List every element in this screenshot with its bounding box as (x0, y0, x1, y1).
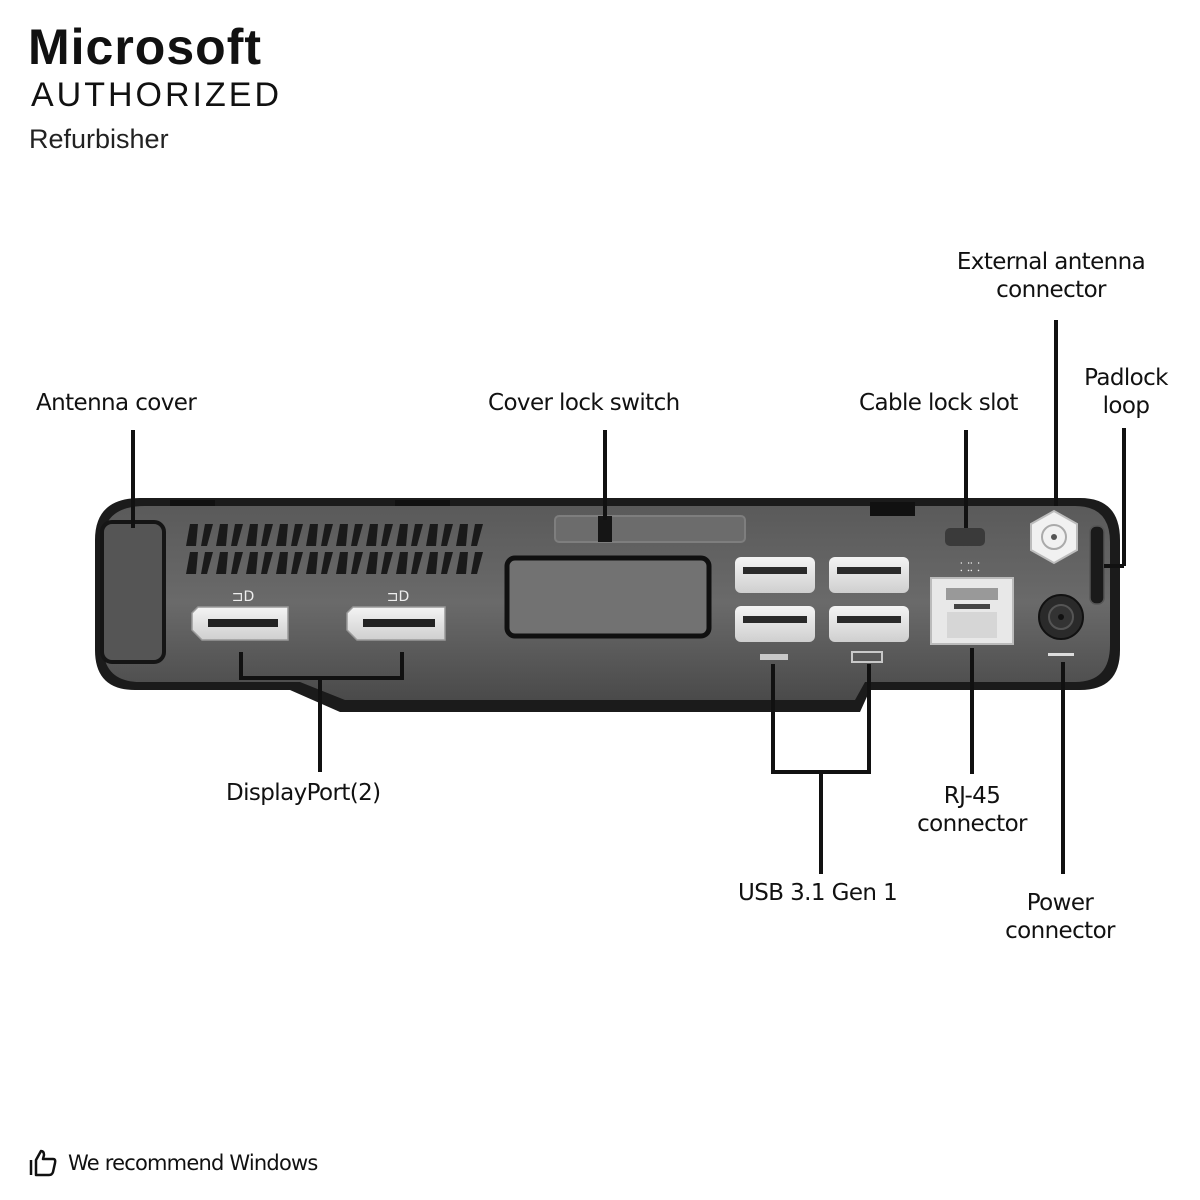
vent-slot (291, 552, 303, 574)
padlock-loop (1089, 525, 1105, 605)
vent-slot (216, 552, 228, 574)
vent-slot (396, 524, 408, 546)
callout-power-line2: connector (1005, 918, 1115, 944)
callout-cover-lock-switch: Cover lock switch (488, 390, 680, 416)
thumbs-up-icon (29, 1149, 57, 1177)
usb-ss-logo-icon (760, 654, 788, 660)
external-antenna-connector (1030, 509, 1078, 565)
callout-rj45-line1: RJ-45 (943, 783, 1001, 809)
vent-slot (306, 552, 318, 574)
displayport-1: ⊐D (191, 589, 289, 641)
vent-slot (261, 552, 273, 574)
vent-slot (186, 552, 198, 574)
cover-lock-switch (554, 515, 746, 543)
callout-padlock-loop: Padlock loop (1076, 364, 1176, 420)
callout-external-antenna: External antenna connector (948, 248, 1154, 304)
vent-slot (471, 524, 483, 546)
brand-subtitle: AUTHORIZED (31, 76, 282, 114)
callout-cable-lock-slot: Cable lock slot (859, 390, 1018, 416)
callout-padlock-line1: Padlock (1084, 365, 1168, 391)
displayport-logo-icon: ⊐D (387, 589, 410, 605)
vent-slot (321, 524, 333, 546)
leader-lines (131, 320, 1126, 874)
vent-slot (201, 552, 213, 574)
vent-slot (351, 524, 363, 546)
vent-slot (381, 552, 393, 574)
vent-slot (426, 524, 438, 546)
vent-slot (306, 524, 318, 546)
antenna-cover (100, 520, 166, 664)
vent-slot (471, 552, 483, 574)
vent-grille (186, 524, 483, 574)
callout-usb: USB 3.1 Gen 1 (738, 880, 898, 906)
footer-text: We recommend Windows (68, 1151, 318, 1175)
vent-slot (246, 524, 258, 546)
power-connector (1038, 594, 1084, 656)
vent-slot (216, 524, 228, 546)
vent-slot (276, 524, 288, 546)
vent-slot (336, 524, 348, 546)
network-icon: ⸬⸬ (960, 560, 980, 574)
brand-tagline: Refurbisher (29, 124, 169, 154)
vent-slot (201, 524, 213, 546)
callout-padlock-line2: loop (1102, 393, 1150, 419)
vent-slot (351, 552, 363, 574)
vent-slot (366, 552, 378, 574)
brand-title: Microsoft (28, 19, 262, 75)
vent-slot (246, 552, 258, 574)
footer: We recommend Windows (28, 1148, 318, 1178)
displayport-logo-icon: ⊐D (232, 589, 255, 605)
displayport-2: ⊐D (346, 589, 446, 641)
callout-rj45: RJ-45 connector (908, 782, 1036, 838)
vent-slot (456, 552, 468, 574)
vent-slot (396, 552, 408, 574)
usb-port (829, 557, 909, 593)
callout-rj45-line2: connector (917, 811, 1027, 837)
vent-slot (441, 524, 453, 546)
vent-slot (276, 552, 288, 574)
label-plate (504, 555, 712, 639)
usb-charging-icon (851, 651, 883, 663)
callout-external-antenna-line1: External antenna (956, 249, 1146, 275)
callout-power: Power connector (996, 889, 1124, 945)
vent-slot (291, 524, 303, 546)
vent-slot (456, 524, 468, 546)
cable-lock-slot (945, 528, 985, 546)
vent-slot (261, 524, 273, 546)
vent-slot (231, 524, 243, 546)
vent-slot (411, 524, 423, 546)
callout-displayport: DisplayPort(2) (226, 780, 381, 806)
vent-slot (381, 524, 393, 546)
usb-port (829, 606, 909, 642)
vent-slot (231, 552, 243, 574)
usb-port (735, 606, 815, 642)
callout-external-antenna-line2: connector (996, 277, 1106, 303)
vent-slot (336, 552, 348, 574)
callout-power-line1: Power (1026, 890, 1094, 916)
vent-slot (411, 552, 423, 574)
usb-port (735, 557, 815, 593)
rj45-port: ⸬⸬ (930, 560, 1014, 645)
vent-slot (426, 552, 438, 574)
vent-slot (186, 524, 198, 546)
callout-antenna-cover: Antenna cover (36, 390, 197, 416)
vent-slot (441, 552, 453, 574)
vent-slot (366, 524, 378, 546)
vent-slot (321, 552, 333, 574)
